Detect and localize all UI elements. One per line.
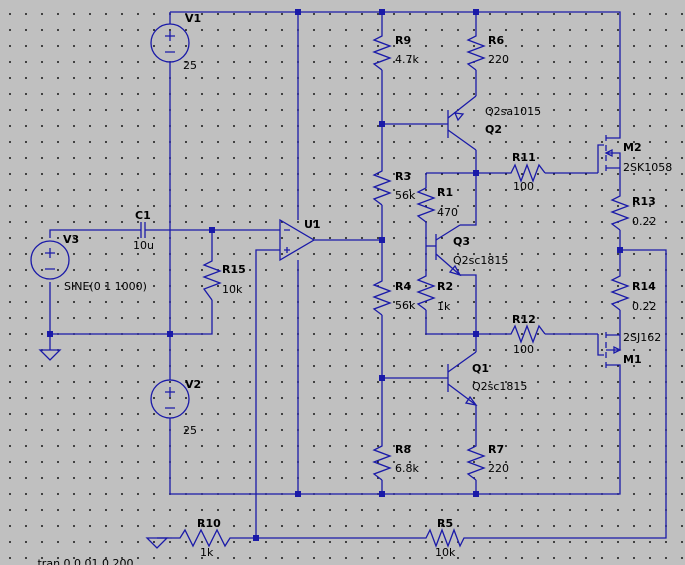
label-v2-name: V2 xyxy=(185,378,201,391)
label-v3-name: V3 xyxy=(63,233,79,246)
label-r14-value: 0.22 xyxy=(632,300,657,313)
label-r10-name: R10 xyxy=(197,517,221,530)
resistor-r2[interactable] xyxy=(416,270,436,311)
ground-symbol-r10 xyxy=(145,537,169,549)
wire-ground-rail xyxy=(50,300,213,335)
wire-v2-bottom xyxy=(169,375,621,495)
label-r6-name: R6 xyxy=(488,34,504,47)
label-r11-name: R11 xyxy=(512,151,536,164)
opamp-u1[interactable] xyxy=(279,218,316,262)
label-m2-name: M2 xyxy=(623,141,642,154)
wire-v3-top xyxy=(49,229,138,238)
resistor-r4[interactable] xyxy=(372,275,392,316)
label-c1-name: C1 xyxy=(135,209,151,222)
label-q1-model: Q2sc1815 xyxy=(472,380,527,393)
label-r14-name: R14 xyxy=(632,280,656,293)
label-r2-value: 1k xyxy=(437,300,451,313)
label-r7-value: 220 xyxy=(488,462,509,475)
wire-top-rail xyxy=(170,11,621,130)
resistor-r3[interactable] xyxy=(372,165,392,206)
label-r8-name: R8 xyxy=(395,443,411,456)
label-r3-value: 56k xyxy=(395,189,416,202)
label-r8-value: 6.8k xyxy=(395,462,419,475)
resistor-r6[interactable] xyxy=(466,30,486,71)
wire-q3-emitter xyxy=(460,274,477,334)
label-q1-name: Q1 xyxy=(472,362,489,375)
label-r10-value: 1k xyxy=(200,546,214,559)
voltage-source-v2[interactable] xyxy=(150,379,190,419)
label-r9-value: 4.7k xyxy=(395,53,419,66)
voltage-source-v1[interactable] xyxy=(150,23,190,63)
wire-r2-bottom xyxy=(425,310,476,335)
label-r1-name: R1 xyxy=(437,186,453,199)
label-q3-model: Q2sc1815 xyxy=(453,254,508,267)
resistor-r7[interactable] xyxy=(466,440,486,481)
resistor-r1[interactable] xyxy=(416,182,436,223)
transistor-q2[interactable] xyxy=(447,95,477,151)
label-r5-value: 10k xyxy=(435,546,456,559)
resistor-r8[interactable] xyxy=(372,440,392,481)
label-r9-name: R9 xyxy=(395,34,411,47)
label-u1-name: U1 xyxy=(304,218,321,231)
wires xyxy=(49,11,667,539)
label-r6-value: 220 xyxy=(488,53,509,66)
label-m1-model: 2SJ162 xyxy=(623,331,661,344)
label-q2-model: Q2sa1015 xyxy=(485,105,541,118)
wire-r5-out xyxy=(468,249,667,539)
label-r4-name: R4 xyxy=(395,280,411,293)
transistor-q1[interactable] xyxy=(447,351,478,406)
label-v1-value: 25 xyxy=(183,59,197,72)
spice-directive: .tran 0 0.01 0 200 xyxy=(34,557,134,565)
label-v3-value: SINE(0 1 1000) xyxy=(64,280,147,293)
label-r4-value: 56k xyxy=(395,299,416,312)
transistor-q3[interactable] xyxy=(435,224,462,277)
resistor-r12[interactable] xyxy=(505,324,546,344)
resistor-r13[interactable] xyxy=(610,190,630,231)
wire-feedback xyxy=(255,249,280,538)
resistor-r10[interactable] xyxy=(172,528,236,548)
label-r13-value: 0.22 xyxy=(632,215,657,228)
label-r7-name: R7 xyxy=(488,443,504,456)
voltage-source-v3[interactable] xyxy=(30,240,70,280)
mosfet-m2[interactable] xyxy=(597,130,621,173)
label-r15-value: 10k xyxy=(222,283,243,296)
label-q3-name: Q3 xyxy=(453,235,470,248)
label-r12-value: 100 xyxy=(513,343,534,356)
resistor-r14[interactable] xyxy=(610,270,630,311)
label-m2-model: 2SK1058 xyxy=(623,161,672,174)
junctions xyxy=(47,9,623,541)
resistor-r11[interactable] xyxy=(505,163,546,183)
wire-q2-collector xyxy=(460,150,477,226)
resistor-r5[interactable] xyxy=(420,528,468,548)
resistor-r15[interactable] xyxy=(202,255,222,301)
label-r15-name: R15 xyxy=(222,263,246,276)
resistor-r9[interactable] xyxy=(372,30,392,71)
label-c1-value: 10u xyxy=(133,239,154,252)
label-r13-name: R13 xyxy=(632,195,656,208)
labels: V1 25 V2 25 V3 SINE(0 1 1000) C1 10u U1 … xyxy=(34,12,672,565)
mosfet-m1[interactable] xyxy=(597,330,622,375)
label-r11-value: 100 xyxy=(513,180,534,193)
label-q2-name: Q2 xyxy=(485,123,502,136)
ground-symbol-v3 xyxy=(38,349,62,361)
capacitor-c1[interactable] xyxy=(138,222,148,238)
label-v1-name: V1 xyxy=(185,12,201,25)
label-r2-name: R2 xyxy=(437,280,453,293)
label-r3-name: R3 xyxy=(395,170,411,183)
label-r12-name: R12 xyxy=(512,313,536,326)
label-r1-value: 470 xyxy=(437,206,458,219)
label-r5-name: R5 xyxy=(437,517,453,530)
label-v2-value: 25 xyxy=(183,424,197,437)
label-m1-name: M1 xyxy=(623,353,642,366)
